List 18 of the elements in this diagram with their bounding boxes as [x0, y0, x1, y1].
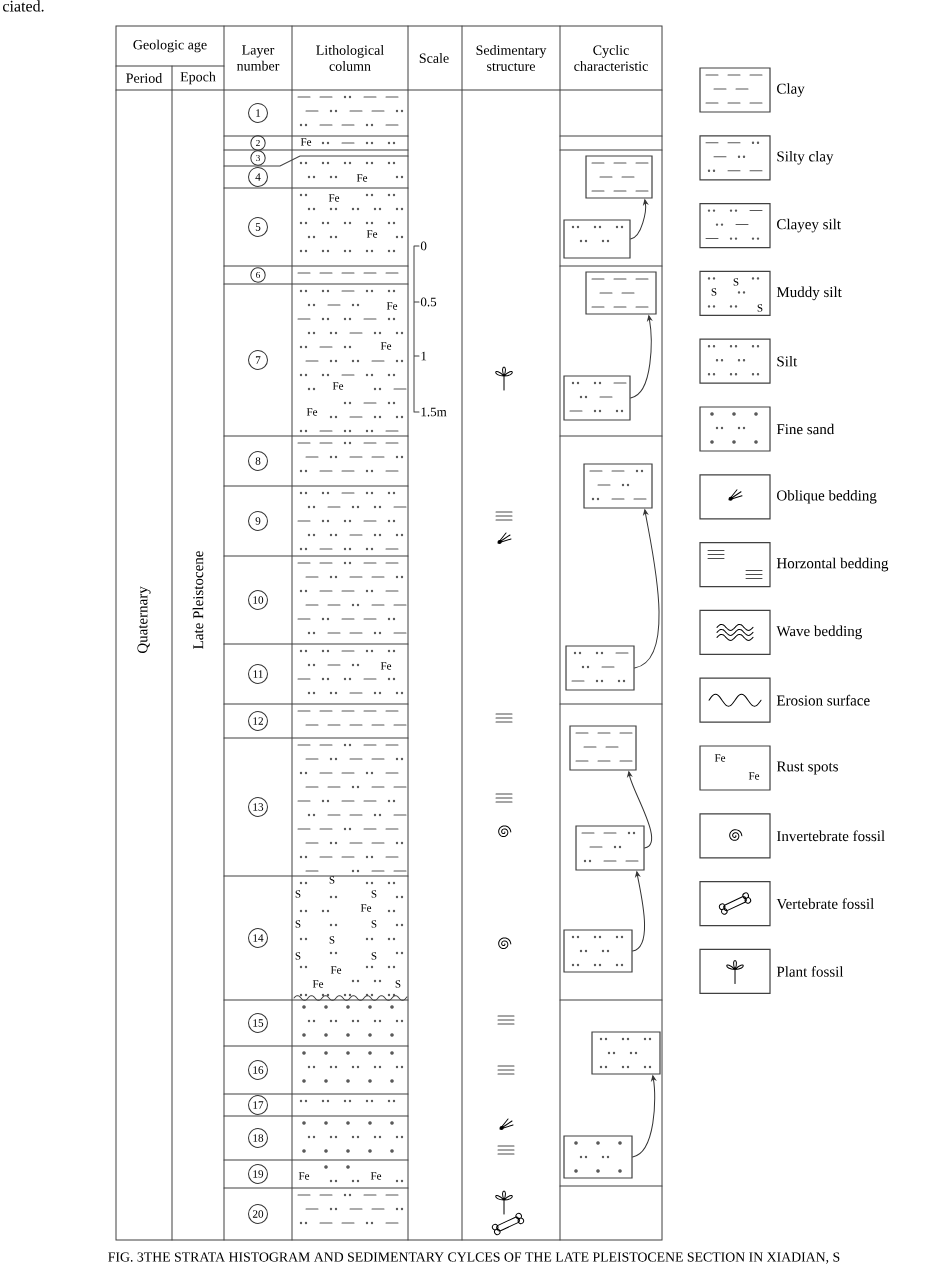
- curved-arrow: [630, 199, 648, 240]
- cycle-box: [585, 271, 657, 315]
- cycle-box: [563, 375, 631, 421]
- cycle-box: [591, 1031, 661, 1075]
- cycle-box: [563, 219, 631, 259]
- cycle-box: [565, 645, 635, 691]
- curved-arrow: [634, 509, 660, 669]
- text-fragment: ciated.: [3, 0, 44, 12]
- cycle-box: [563, 1135, 633, 1179]
- curved-arrow: [632, 1075, 656, 1158]
- cycle-box: [583, 463, 653, 509]
- cycle-box: [575, 825, 645, 871]
- cycle-box: [563, 929, 633, 973]
- cycle-box: [569, 725, 637, 771]
- curved-arrow: [627, 771, 653, 849]
- curved-arrow: [630, 315, 652, 399]
- curved-arrow: [632, 871, 646, 952]
- cycle-box: [585, 155, 653, 199]
